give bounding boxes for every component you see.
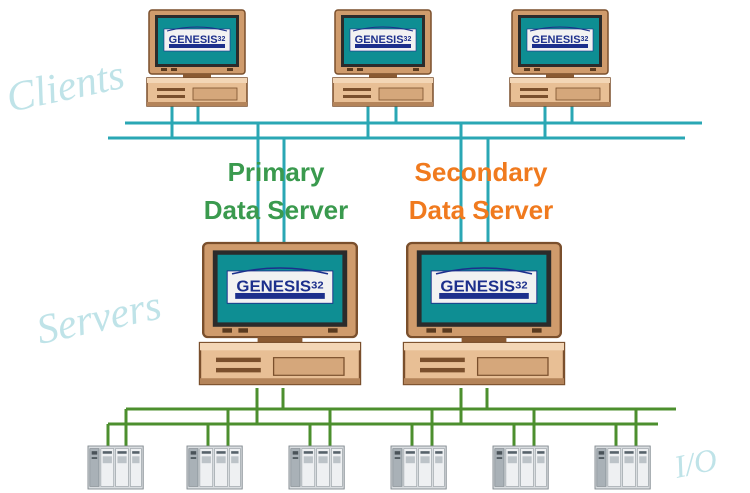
primary-server-computer: GENESIS32 (198, 241, 362, 386)
screen-version: 32 (404, 36, 412, 43)
servers-label: Servers (33, 283, 166, 354)
plc-rack-icon (390, 445, 447, 490)
primary-server-label-line1: Primary (228, 157, 325, 187)
secondary-server-label-line2: Data Server (409, 195, 554, 225)
io-device-3 (288, 445, 345, 490)
plc-rack-icon (594, 445, 651, 490)
io-device-6 (594, 445, 651, 490)
plc-rack-icon (492, 445, 549, 490)
secondary-server-label-line1: Secondary (415, 157, 548, 187)
secondary-server-computer: GENESIS32 (402, 241, 566, 386)
io-device-1 (87, 445, 144, 490)
io-device-5 (492, 445, 549, 490)
screen-brand: GENESIS32 (532, 34, 589, 46)
plc-rack-icon (87, 445, 144, 490)
computer-icon (402, 241, 566, 386)
io-label: I/O (670, 441, 720, 485)
screen-version: 32 (515, 280, 527, 291)
client-computer-2: GENESIS32 (332, 9, 434, 107)
screen-brand: GENESIS32 (355, 34, 412, 46)
screen-version: 32 (581, 36, 589, 43)
plc-rack-icon (186, 445, 243, 490)
primary-server-label-line2: Data Server (204, 195, 349, 225)
computer-icon (332, 9, 434, 107)
client-computer-3: GENESIS32 (509, 9, 611, 107)
clients-label: Clients (3, 52, 129, 122)
client-computer-1: GENESIS32 (146, 9, 248, 107)
computer-icon (509, 9, 611, 107)
screen-brand: GENESIS32 (440, 278, 527, 295)
client-network (108, 100, 702, 245)
screen-brand: GENESIS32 (236, 278, 323, 295)
computer-icon (198, 241, 362, 386)
screen-version: 32 (311, 280, 323, 291)
primary-server-label: Primary Data Server (204, 157, 349, 225)
io-device-2 (186, 445, 243, 490)
computer-icon (146, 9, 248, 107)
screen-version: 32 (218, 36, 226, 43)
io-network (106, 388, 676, 450)
screen-brand: GENESIS32 (169, 34, 226, 46)
secondary-server-label: Secondary Data Server (409, 157, 554, 225)
io-device-4 (390, 445, 447, 490)
plc-rack-icon (288, 445, 345, 490)
